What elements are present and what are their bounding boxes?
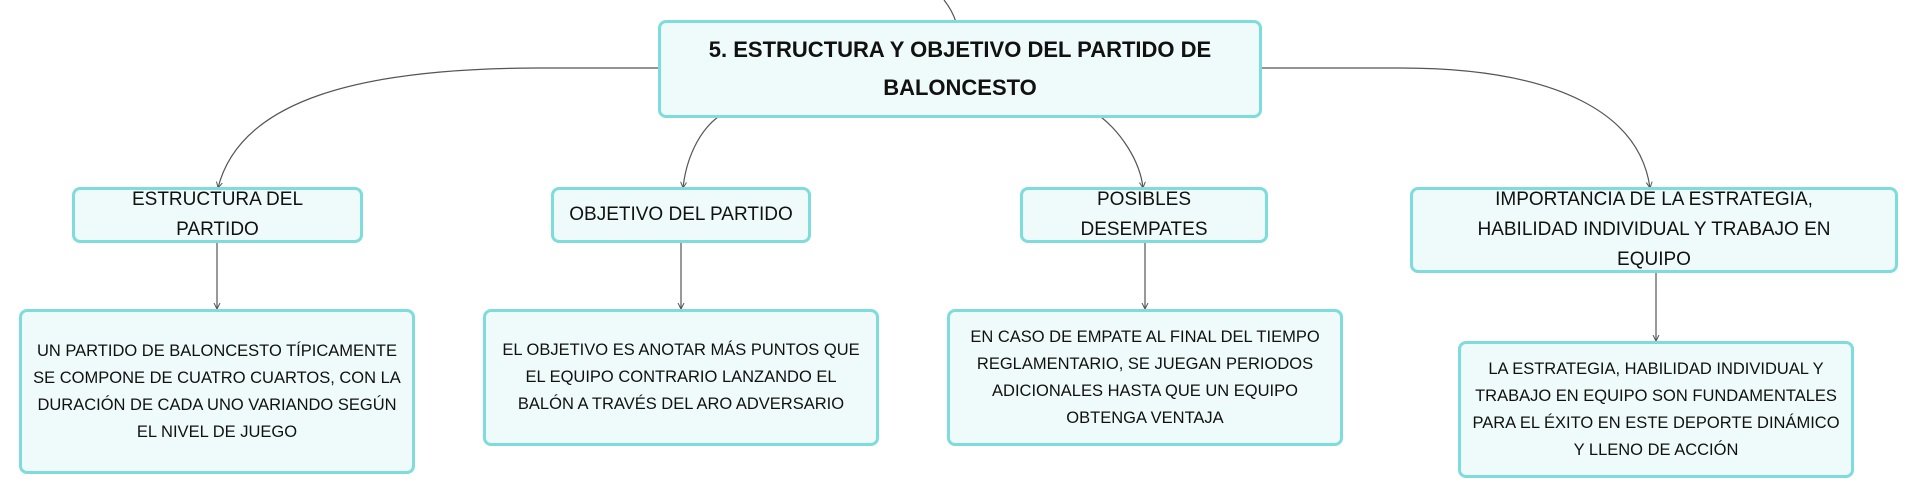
topic-label: OBJETIVO DEL PARTIDO xyxy=(569,204,793,225)
topic-label: IMPORTANCIA DE LA ESTRATEGIA, HABILIDAD … xyxy=(1477,189,1831,270)
detail-text: LA ESTRATEGIA, HABILIDAD INDIVIDUAL Y TR… xyxy=(1472,359,1840,459)
topic-label: POSIBLES DESEMPATES xyxy=(1080,189,1208,240)
connector-root-topic-1 xyxy=(218,67,660,188)
detail-text: UN PARTIDO DE BALONCESTO TÍPICAMENTE SE … xyxy=(33,341,401,441)
topic-label: ESTRUCTURA DEL PARTIDO xyxy=(131,189,304,240)
detail-node-objetivo[interactable]: EL OBJETIVO ES ANOTAR MÁS PUNTOS QUE EL … xyxy=(483,309,879,446)
topic-node-estructura[interactable]: ESTRUCTURA DEL PARTIDO xyxy=(72,187,363,243)
detail-text: EL OBJETIVO ES ANOTAR MÁS PUNTOS QUE EL … xyxy=(502,341,860,413)
detail-node-estructura[interactable]: UN PARTIDO DE BALONCESTO TÍPICAMENTE SE … xyxy=(19,309,415,474)
connector-parent xyxy=(943,0,957,23)
root-title: 5. ESTRUCTURA Y OBJETIVO DEL PARTIDO DE … xyxy=(708,37,1212,100)
detail-node-desempates[interactable]: EN CASO DE EMPATE AL FINAL DEL TIEMPO RE… xyxy=(947,309,1343,446)
connector-root-topic-2 xyxy=(683,116,719,188)
connector-root-topic-3 xyxy=(1100,116,1143,188)
detail-text: EN CASO DE EMPATE AL FINAL DEL TIEMPO RE… xyxy=(970,327,1320,427)
topic-node-objetivo[interactable]: OBJETIVO DEL PARTIDO xyxy=(551,187,811,243)
root-node[interactable]: 5. ESTRUCTURA Y OBJETIVO DEL PARTIDO DE … xyxy=(658,20,1262,118)
topic-node-importancia[interactable]: IMPORTANCIA DE LA ESTRATEGIA, HABILIDAD … xyxy=(1410,187,1898,273)
detail-node-importancia[interactable]: LA ESTRATEGIA, HABILIDAD INDIVIDUAL Y TR… xyxy=(1458,341,1854,478)
connector-root-topic-4 xyxy=(1260,67,1650,188)
topic-node-desempates[interactable]: POSIBLES DESEMPATES xyxy=(1020,187,1268,243)
